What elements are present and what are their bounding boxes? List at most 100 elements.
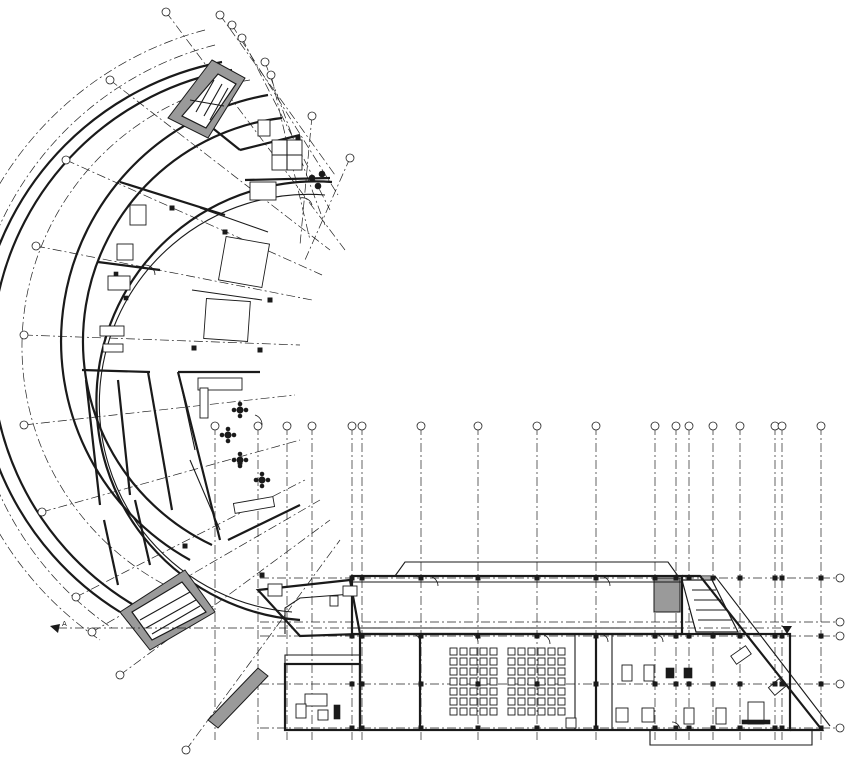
auditorium-seat [557,657,566,666]
auditorium-seat [449,687,458,696]
radial-axis [270,74,311,241]
axis-bubble [115,670,125,680]
column [686,633,692,639]
column [222,229,228,235]
column [737,725,743,731]
column [475,681,481,687]
auditorium-seat [469,667,478,676]
column [534,681,540,687]
column [818,681,824,687]
auditorium-seat [547,687,556,696]
round-table [258,476,266,484]
auditorium-seat [489,657,498,666]
auditorium-seat [537,687,546,696]
radial-axis [304,157,351,261]
auditorium-seat [517,687,526,696]
column [818,575,824,581]
auditorium-seat [557,687,566,696]
axis-bubble [835,617,845,627]
axis-bubble [835,723,845,733]
axis-bubble [210,421,220,431]
column [710,575,716,581]
axis-bubble [473,421,483,431]
axis-bubble [87,627,97,637]
column [534,633,540,639]
chair [243,457,249,463]
auditorium-seat [507,647,516,656]
radial-axis [165,11,346,251]
auditorium-seat [479,667,488,676]
round-table [224,431,232,439]
column [418,681,424,687]
auditorium-seat [507,697,516,706]
axis-bubble [684,421,694,431]
column [349,681,355,687]
chair [225,438,231,444]
axis-bubble [307,111,317,121]
column [673,575,679,581]
auditorium-seat [449,707,458,716]
auditorium-seat [479,657,488,666]
auditorium-seat [557,647,566,656]
auditorium-seat [557,697,566,706]
chair [237,451,243,457]
column [772,633,778,639]
auditorium-seat [517,707,526,716]
axis-bubble [227,20,237,30]
auditorium-seat [459,667,468,676]
column [475,633,481,639]
auditorium-seat [527,647,536,656]
auditorium-seat [547,647,556,656]
column [359,575,365,581]
axis-bubble [591,421,601,431]
column [534,575,540,581]
auditorium-seat [527,667,536,676]
column [779,633,785,639]
auditorium-seat [547,697,556,706]
auditorium-seat [479,697,488,706]
axis-bubble [31,241,41,251]
auditorium-seat [517,697,526,706]
column [772,725,778,731]
column [710,633,716,639]
axis-bubble [650,421,660,431]
radial-axis [35,245,313,301]
auditorium-seat [449,657,458,666]
auditorium-seat [449,667,458,676]
column [710,681,716,687]
auditorium-seat [469,697,478,706]
auditorium-seat [449,677,458,686]
furniture-straight [267,583,787,729]
axis-bubble [777,421,787,431]
column [737,681,743,687]
stair-south [119,569,216,651]
auditorium-seat [517,677,526,686]
axis-bubble [161,7,171,17]
auditorium-seat [537,697,546,706]
axis-bubble [215,10,225,20]
column [267,297,273,303]
column [349,633,355,639]
auditorium-seat [489,667,498,676]
column [295,135,301,141]
column [818,633,824,639]
auditorium-seat [449,697,458,706]
axis-bubble [816,421,826,431]
radial-axis [23,334,301,346]
column [779,725,785,731]
axis-bubble [253,421,263,431]
auditorium-seat [537,707,546,716]
stair-east [653,577,739,633]
axis-bubble [416,421,426,431]
chair [219,432,225,438]
column [169,205,175,211]
radial-axis [231,24,339,196]
auditorium-seat [489,707,498,716]
axis-bubble [19,330,29,340]
column [652,575,658,581]
column [772,575,778,581]
radial-axis [119,519,331,676]
column [710,725,716,731]
auditorium-seating [449,647,566,716]
